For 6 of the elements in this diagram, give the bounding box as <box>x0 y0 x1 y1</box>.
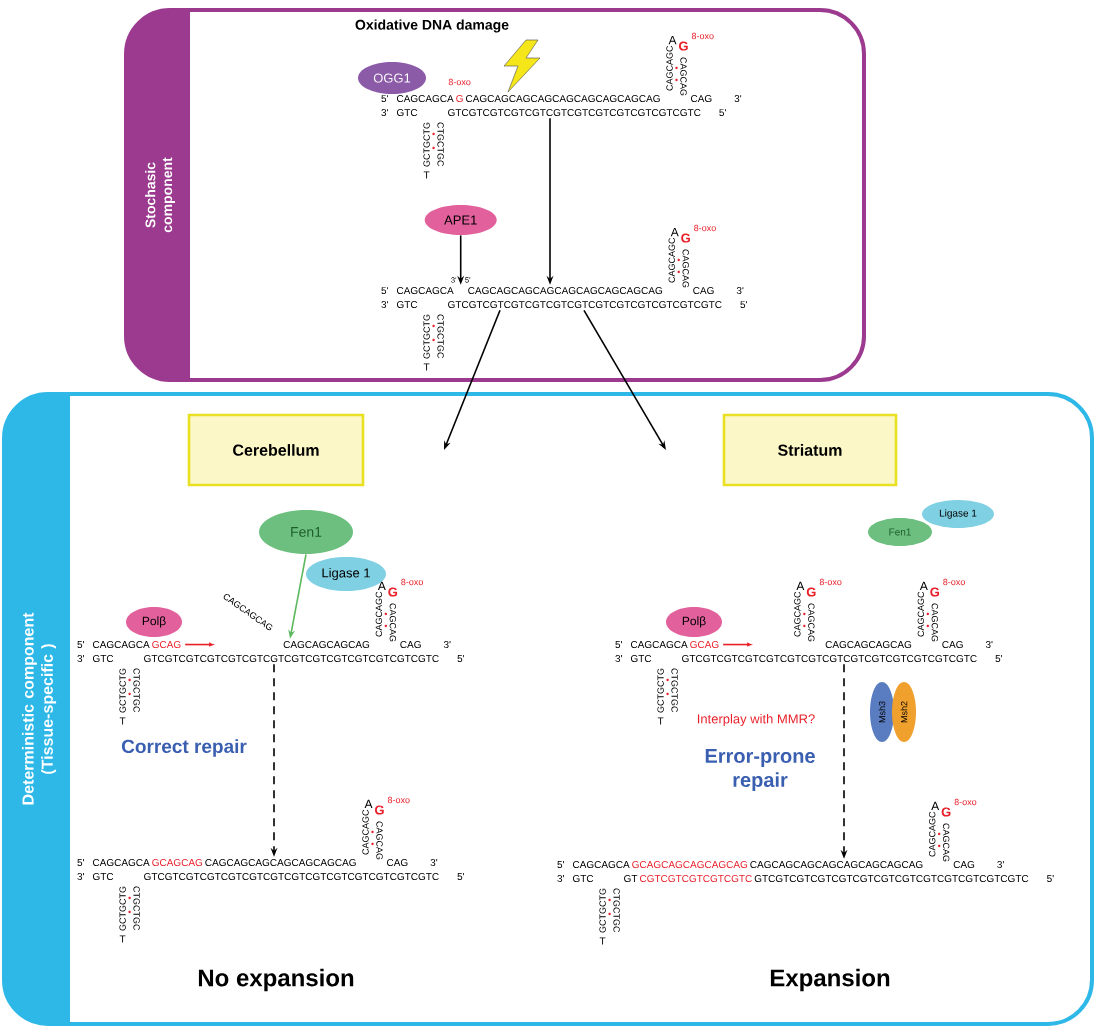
heading-box: Striatum <box>722 413 898 487</box>
result-text: Expansion <box>770 968 890 992</box>
result-text: No expansion <box>198 968 354 992</box>
outcome-text: Error-prone repair <box>705 749 815 791</box>
outcome-text: Correct repair <box>121 739 247 757</box>
heading-box: Cerebellum <box>187 413 365 487</box>
